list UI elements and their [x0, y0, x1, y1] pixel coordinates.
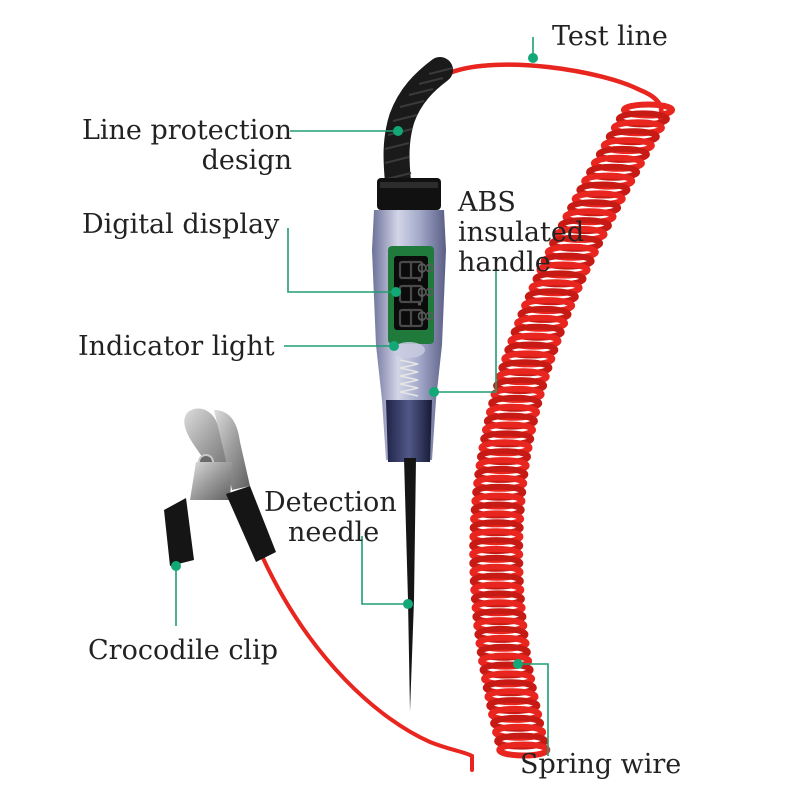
bellows-ridge: [384, 156, 410, 164]
bellows-ridge: [399, 100, 425, 108]
crocodile-clip: [164, 408, 276, 566]
bellows-ridge: [392, 114, 418, 122]
pen-handle: 8.8.8: [372, 178, 446, 462]
bellows-ridge: [428, 67, 454, 75]
spring-wire-coil: [469, 101, 675, 759]
label-test-line: Test line: [552, 21, 668, 52]
label-detection-needle: Detection needle: [264, 487, 397, 548]
bellows-ridge: [384, 142, 410, 150]
clip-wire: [260, 554, 474, 772]
detection-needle: [404, 458, 416, 712]
line-protection-sleeve: [383, 57, 454, 195]
bellows-ridge: [418, 77, 444, 85]
leader-dots: [171, 53, 538, 669]
label-abs-handle: ABS insulated handle: [458, 187, 585, 278]
label-indicator-light: Indicator light: [78, 331, 275, 362]
leader-lines: [175, 37, 549, 756]
test-line-wire: [449, 62, 664, 121]
bellows-ridge: [408, 88, 434, 96]
label-spring-wire: Spring wire: [520, 749, 682, 780]
display-digits: 8.8.8: [413, 262, 437, 322]
label-crocodile-clip: Crocodile clip: [88, 635, 278, 666]
label-digital-display: Digital display: [82, 209, 280, 240]
digital-display-segments: [398, 260, 424, 328]
label-line-protection: Line protection design: [81, 115, 292, 176]
inner-spring: [399, 359, 419, 397]
